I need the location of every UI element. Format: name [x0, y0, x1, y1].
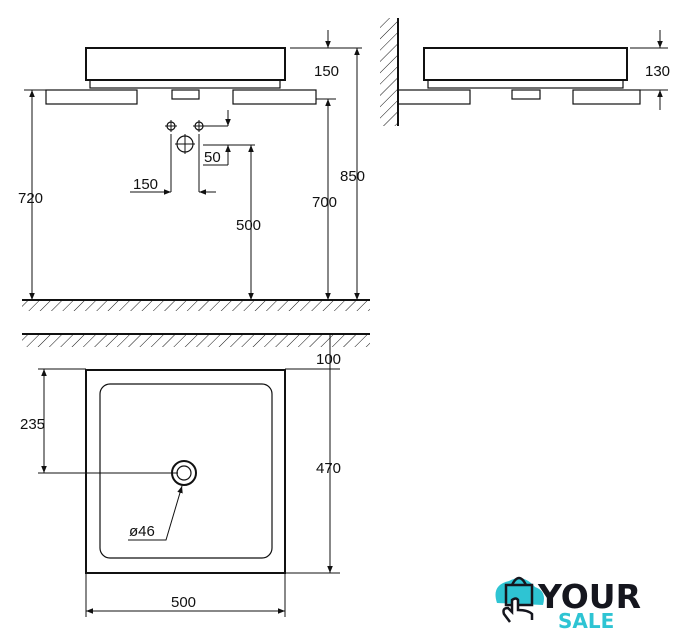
floor-hatch: [22, 301, 370, 311]
basin-base: [89, 79, 281, 89]
dim-850: 850: [340, 168, 365, 185]
side-basin-base: [427, 79, 624, 89]
top-basin-bowl: [99, 383, 273, 559]
basin-body: [85, 47, 286, 81]
side-basin-body: [423, 47, 628, 81]
dim-50: 50: [204, 149, 221, 166]
logo-your: YOUR: [537, 577, 641, 616]
logo-blob: [495, 578, 544, 605]
side-drain-outlet: [511, 89, 541, 100]
dim-500-outlet: 500: [236, 217, 261, 234]
logo-sale: SALE: [558, 609, 614, 633]
countertop-right: [232, 89, 317, 105]
dim-470: 470: [316, 460, 341, 477]
dim-700: 700: [312, 194, 337, 211]
dim-500-width: 500: [171, 594, 196, 611]
front-view: 720 700 850 150 50 500 150: [18, 30, 370, 311]
dim-100: 100: [316, 351, 341, 368]
dim-150-valves: 150: [133, 176, 158, 193]
dim-drain-diameter: ø46: [129, 523, 155, 540]
wall-hatch: [380, 18, 398, 126]
countertop-left: [45, 89, 138, 105]
top-basin-outline: [85, 369, 286, 574]
yoursale-logo: YOUR SALE: [495, 576, 641, 633]
side-countertop-left: [397, 89, 471, 105]
drain-inner-icon: [176, 465, 192, 481]
wall-hatch-top: [22, 335, 370, 347]
dim-720: 720: [18, 190, 43, 207]
side-countertop-right: [572, 89, 641, 105]
dim-150-basin: 150: [314, 63, 339, 80]
top-view: 235 100 470 500 ø46: [20, 333, 370, 617]
dim-235: 235: [20, 416, 45, 433]
hand-pointer-icon: [502, 597, 534, 623]
drain-outlet: [171, 89, 200, 100]
side-view: 130: [380, 18, 670, 126]
dim-130: 130: [645, 63, 670, 80]
